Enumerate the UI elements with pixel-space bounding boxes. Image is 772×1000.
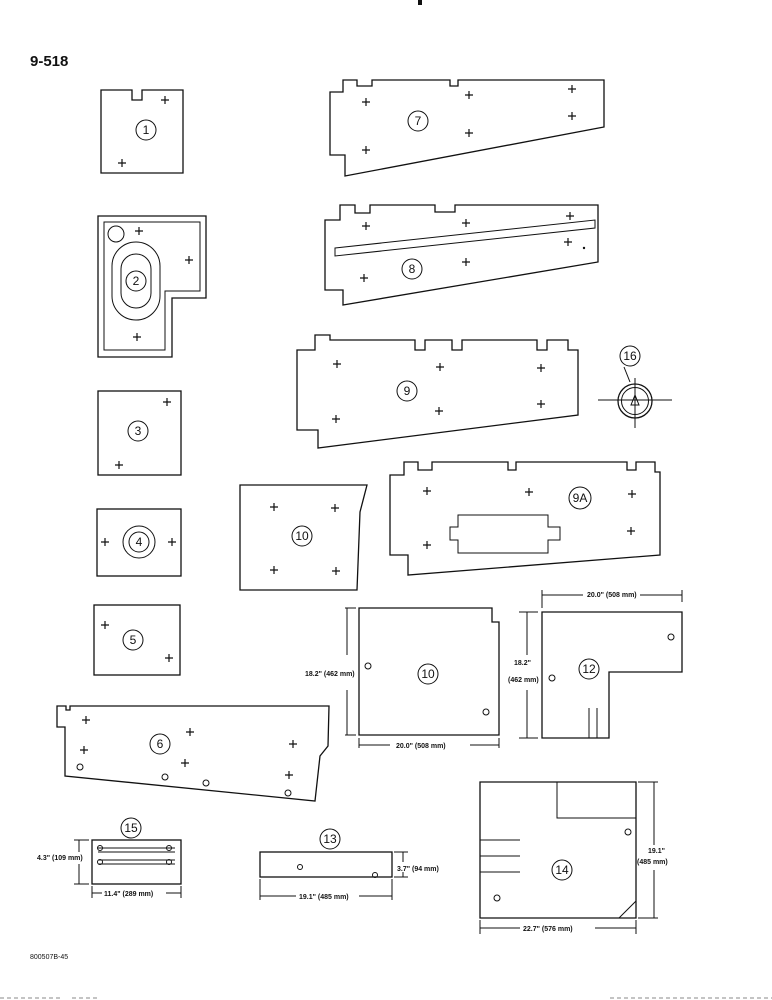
part-14: 14 19.1" (485 mm) 22.7" (576 mm) [479, 781, 668, 934]
part-7-label: 7 [415, 114, 422, 128]
page-id: 9-518 [30, 53, 68, 70]
part-11-label: 10 [421, 667, 435, 681]
part-1-label: 1 [143, 123, 150, 137]
p12-width-dim: 20.0" (508 mm) [587, 592, 637, 599]
p15-width-dim: 11.4" (289 mm) [104, 891, 153, 898]
p11-width-dim: 20.0" (508 mm) [396, 743, 446, 750]
part-16-label: 16 [623, 349, 637, 363]
part-9-label: 9 [404, 384, 411, 398]
scan-mark [418, 0, 422, 5]
part-8: 8 [324, 204, 599, 306]
part-4: 4 [96, 508, 182, 577]
part-16: 16 [598, 345, 672, 428]
part-6-label: 6 [157, 737, 164, 751]
part-12-label: 12 [582, 662, 596, 676]
p13-width-dim: 19.1" (485 mm) [299, 894, 349, 901]
part-9a: 9A [389, 461, 661, 576]
part-13-label: 13 [323, 832, 337, 846]
footer-code: 800507B-45 [30, 954, 68, 961]
part-5-label: 5 [130, 633, 137, 647]
part-2-label: 2 [133, 274, 140, 288]
part-7: 7 [329, 79, 605, 177]
p12-height-dim-1: 18.2" [514, 660, 531, 667]
part-11: 10 18.2" (462 mm) 20.0" (508 mm) [305, 607, 500, 750]
part-13: 13 3.7" (94 mm) 19.1" (485 mm) [259, 828, 439, 901]
part-4-label: 4 [136, 535, 143, 549]
part-1: 1 [100, 89, 184, 174]
p14-width-dim: 22.7" (576 mm) [523, 926, 573, 933]
p14-height-dim-1: 19.1" [648, 848, 665, 855]
p14-height-dim-2: (485 mm) [637, 859, 668, 866]
part-9a-label: 9A [573, 491, 588, 505]
p15-height-dim: 4.3" (109 mm) [37, 855, 83, 862]
part-10: 10 [239, 484, 368, 591]
part-15: 15 4.3" (109 mm) 11.4" (289 mm) [37, 817, 182, 898]
part-9: 9 [296, 334, 579, 449]
part-8-label: 8 [409, 262, 416, 276]
p12-height-dim-2: (462 mm) [508, 677, 539, 684]
part-14-label: 14 [555, 863, 569, 877]
part-3-label: 3 [135, 424, 142, 438]
part-15-label: 15 [124, 821, 138, 835]
p13-height-dim: 3.7" (94 mm) [397, 866, 439, 873]
part-2: 2 [97, 215, 207, 358]
part-3: 3 [97, 390, 182, 476]
p11-height-dim: 18.2" (462 mm) [305, 671, 355, 678]
part-12: 12 20.0" (508 mm) 18.2" (462 mm) [508, 590, 683, 739]
part-5: 5 [93, 604, 181, 676]
part-10-label: 10 [295, 529, 309, 543]
part-6: 6 [56, 705, 330, 802]
